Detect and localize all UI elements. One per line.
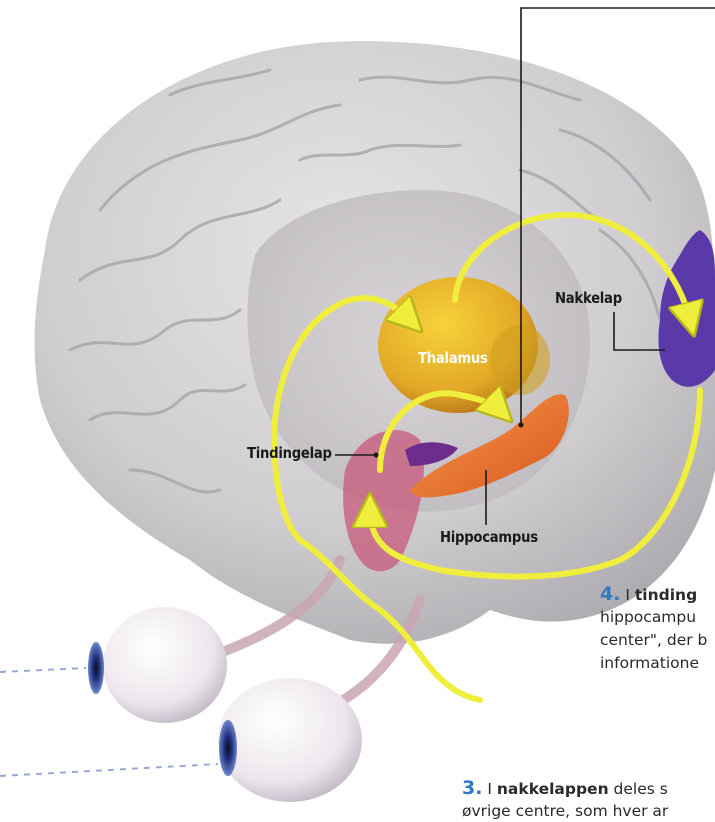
caption-4-number: 4. xyxy=(600,583,620,605)
caption-4-heading: 4. I tinding xyxy=(600,584,697,606)
caption-3-rest: deles s xyxy=(609,780,668,798)
caption-3-line: øvrige centre, som hver ar xyxy=(462,801,668,822)
eyeball-icon xyxy=(88,607,227,723)
label-nakkelap: Nakkelap xyxy=(555,289,622,307)
label-thalamus: Thalamus xyxy=(418,349,488,367)
caption-4-line: hippocampu xyxy=(600,607,696,628)
caption-3-number: 3. xyxy=(462,777,482,799)
eyeball-icon xyxy=(218,678,362,802)
label-hippocampus: Hippocampus xyxy=(440,528,538,546)
caption-3-prefix: I xyxy=(487,780,497,798)
caption-3-bold: nakkelappen xyxy=(497,780,609,798)
caption-4-prefix: I xyxy=(625,586,635,604)
caption-4-line: informatione xyxy=(600,653,699,674)
label-tindingelap: Tindingelap xyxy=(247,444,332,462)
caption-4-bold: tinding xyxy=(635,586,697,604)
caption-3-heading: 3. I nakkelappen deles s xyxy=(462,778,668,800)
caption-4-line: center", der b xyxy=(600,630,707,651)
